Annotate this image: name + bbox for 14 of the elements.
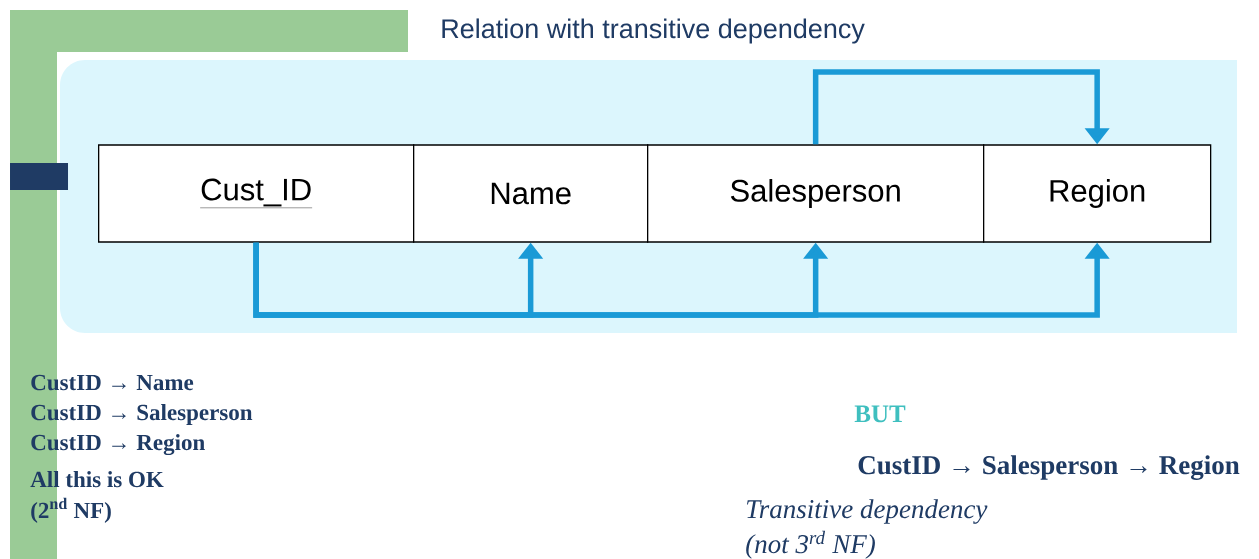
text-line: CustID → Name bbox=[31, 374, 194, 391]
text-line: BUT bbox=[854, 405, 906, 423]
text-line: (2$^{nd}$ NF) bbox=[31, 497, 111, 523]
text-line: CustID → Region bbox=[31, 434, 205, 456]
table-cell: Region bbox=[983, 144, 1212, 243]
table-cell: Cust_ID bbox=[98, 144, 415, 243]
text-line: Transitive dependency bbox=[747, 499, 988, 524]
arrow bbox=[812, 69, 1110, 145]
text-line: CustID → Salesperson → Region bbox=[858, 455, 1240, 480]
table-cell: Name bbox=[413, 144, 649, 243]
table-cell: Salesperson bbox=[647, 144, 985, 243]
title: Relation with transitive dependency bbox=[442, 18, 865, 44]
text-line: (not 3$^{rd}$ NF) bbox=[746, 530, 875, 559]
text-line: CustID → Salesperson bbox=[31, 404, 253, 425]
